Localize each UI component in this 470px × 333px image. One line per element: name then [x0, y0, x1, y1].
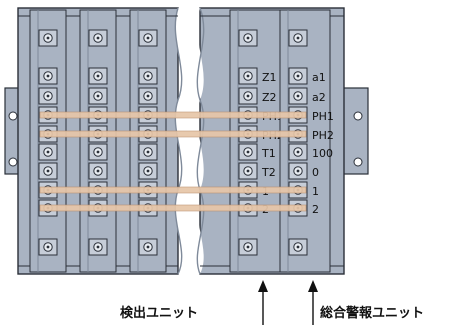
detection-unit-terminal: [238, 67, 258, 85]
left-unit-terminal: [88, 162, 108, 180]
general-alarm-unit-top-terminal: [288, 29, 308, 47]
screw-slot: [146, 94, 150, 98]
screw-slot: [246, 74, 250, 78]
screw-slot: [146, 74, 150, 78]
screw-slot: [96, 74, 100, 78]
left-unit-terminal: [88, 143, 108, 161]
screw-slot: [46, 36, 50, 40]
screw-slot: [296, 36, 300, 40]
left-unit-terminal: [88, 67, 108, 85]
screw-slot: [296, 94, 300, 98]
screw-slot: [146, 150, 150, 154]
break-edge-right: [196, 7, 205, 275]
general-alarm-unit-terminal-label: 2: [312, 203, 319, 216]
left-unit-top-terminal: [138, 29, 158, 47]
general-alarm-unit-terminal: [288, 67, 308, 85]
jumper-wire: [39, 204, 307, 212]
left-unit-terminal: [38, 87, 58, 105]
general-alarm-unit-terminal-label: 1: [312, 185, 319, 198]
general-alarm-unit-arrow-head: [308, 280, 318, 292]
detection-unit-terminal-label: T2: [261, 166, 276, 179]
detection-unit-terminal-label: T1: [261, 147, 276, 160]
screw-slot: [96, 169, 100, 173]
screw-slot: [46, 169, 50, 173]
screw-slot: [246, 245, 250, 249]
screw-slot: [96, 150, 100, 154]
general-alarm-unit-bottom-terminal: [288, 238, 308, 256]
screw-slot: [96, 245, 100, 249]
screw-slot: [146, 245, 150, 249]
detection-unit-top-terminal: [238, 29, 258, 47]
left-unit-top-terminal: [38, 29, 58, 47]
general-alarm-unit-terminal-label: 100: [312, 147, 333, 160]
detection-unit-terminal: [238, 162, 258, 180]
screw-slot: [46, 245, 50, 249]
detection-unit-arrow-head: [258, 280, 268, 292]
general-alarm-unit-terminal: [288, 87, 308, 105]
general-alarm-unit-terminal-label: a2: [312, 91, 326, 104]
right-mount-hole: [353, 111, 363, 121]
jumper-wire: [39, 130, 307, 138]
jumper-wire: [39, 186, 307, 194]
detection-unit-caption: 検出ユニット: [120, 306, 199, 321]
screw-slot: [96, 94, 100, 98]
left-unit-bottom-terminal: [38, 238, 58, 256]
break-edge-left: [174, 7, 183, 275]
left-unit-terminal: [38, 143, 58, 161]
screw-slot: [96, 36, 100, 40]
detection-unit-bottom-terminal: [238, 238, 258, 256]
left-unit-terminal: [138, 143, 158, 161]
left-unit-terminal: [88, 87, 108, 105]
screw-slot: [46, 150, 50, 154]
detection-unit-terminal: [238, 143, 258, 161]
general-alarm-unit-terminal: [288, 143, 308, 161]
screw-slot: [46, 74, 50, 78]
left-unit-terminal: [138, 162, 158, 180]
screw-slot: [296, 245, 300, 249]
jumper-wire: [39, 111, 307, 119]
detection-unit-terminal: [238, 87, 258, 105]
general-alarm-unit-caption: 総合警報ユニット: [320, 306, 425, 321]
general-alarm-unit-terminal: [288, 162, 308, 180]
screw-slot: [246, 94, 250, 98]
screw-slot: [146, 169, 150, 173]
left-unit-terminal: [38, 162, 58, 180]
left-mount-hole: [8, 111, 18, 121]
general-alarm-unit-terminal-label: PH2: [312, 129, 334, 142]
screw-slot: [146, 36, 150, 40]
left-unit-bottom-terminal: [138, 238, 158, 256]
general-alarm-unit-terminal-label: 0: [312, 166, 319, 179]
screw-slot: [296, 169, 300, 173]
detection-unit-terminal-label: Z1: [262, 71, 277, 84]
screw-slot: [246, 36, 250, 40]
left-unit-bottom-terminal: [88, 238, 108, 256]
left-unit-terminal: [138, 67, 158, 85]
screw-slot: [46, 94, 50, 98]
left-unit-terminal: [38, 67, 58, 85]
left-mount-hole: [8, 157, 18, 167]
left-unit-top-terminal: [88, 29, 108, 47]
screw-slot: [296, 74, 300, 78]
left-unit-terminal: [138, 87, 158, 105]
screw-slot: [296, 150, 300, 154]
general-alarm-unit-terminal-label: PH1: [312, 110, 334, 123]
detection-unit-terminal-label: Z2: [262, 91, 277, 104]
screw-slot: [246, 169, 250, 173]
screw-slot: [246, 150, 250, 154]
break-gap: [175, 8, 204, 274]
right-mount-hole: [353, 157, 363, 167]
general-alarm-unit-terminal-label: a1: [312, 71, 326, 84]
